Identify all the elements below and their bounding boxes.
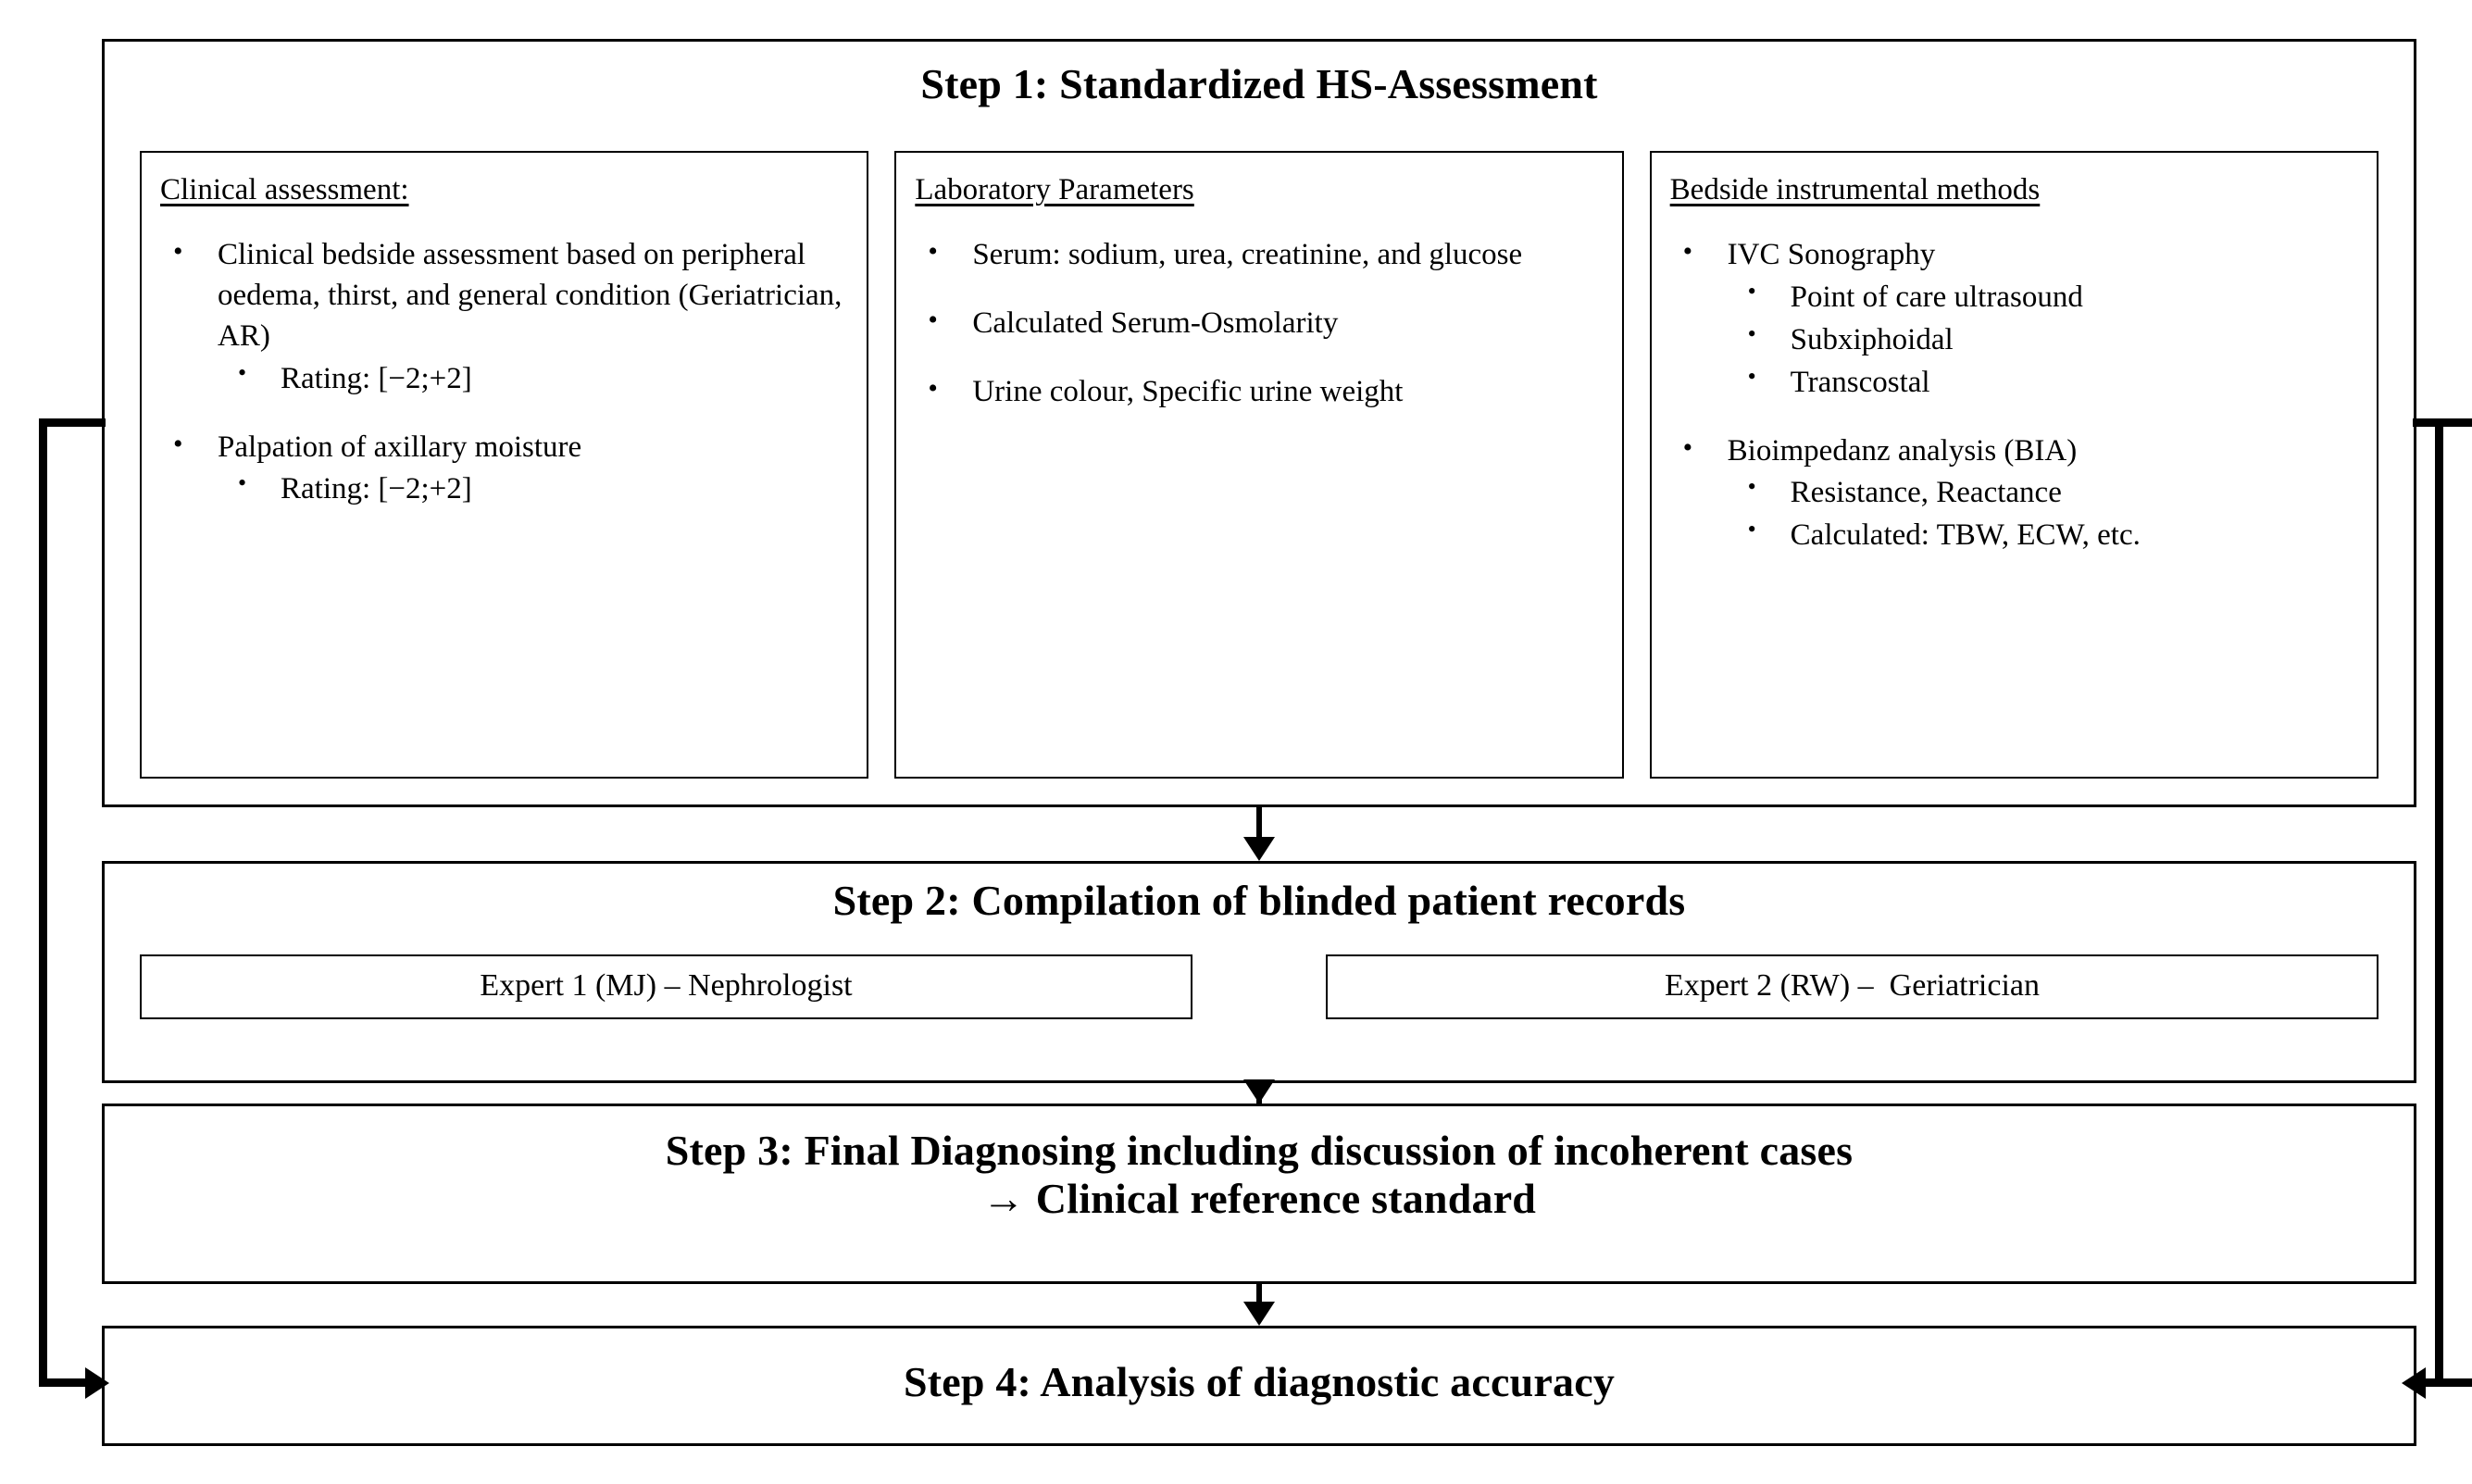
step-2-box: Step 2: Compilation of blinded patient r… (102, 861, 2416, 1083)
step-3-title: Step 3: Final Diagnosing including discu… (105, 1127, 2414, 1222)
bullet-icon: • (1747, 277, 1756, 305)
feedback-left-arrowhead (85, 1367, 109, 1399)
list-item: • Serum: sodium, urea, creatinine, and g… (915, 235, 1603, 276)
connector-step1-step2-arrowhead (1243, 837, 1275, 861)
step-2-title: Step 2: Compilation of blinded patient r… (832, 877, 1686, 924)
feedback-left-bottom-segment (39, 1378, 93, 1387)
laboratory-parameters-box: Laboratory Parameters • Serum: sodium, u… (894, 151, 1624, 779)
list-item-text: Rating: [−2;+2] (281, 361, 472, 395)
list-item: • Urine colour, Specific urine weight (915, 372, 1603, 413)
feedback-left-top-segment (39, 418, 106, 427)
bullet-icon: • (1682, 431, 1693, 463)
bullet-icon: • (1682, 236, 1693, 267)
step-4-box: Step 4: Analysis of diagnostic accuracy (102, 1326, 2416, 1446)
bedside-instrumental-methods-heading: Bedside instrumental methods (1669, 173, 2041, 206)
connector-step1-step2-line (1256, 807, 1262, 842)
feedback-left-vertical-segment (39, 418, 47, 1387)
list-item: • Calculated Serum-Osmolarity (915, 304, 1603, 344)
list-item-text: Subxiphoidal (1790, 322, 1954, 356)
sublist: • Point of care ultrasound • Subxiphoida… (1728, 278, 2358, 404)
bullet-icon: • (1747, 473, 1756, 501)
list-item-text: Point of care ultrasound (1790, 280, 2083, 314)
bullet-icon: • (928, 304, 938, 335)
expert-2-box: Expert 2 (RW) – Geriatrician (1326, 954, 2378, 1019)
list-item-text: Calculated: TBW, ECW, etc. (1790, 518, 2141, 553)
bullet-icon: • (1747, 516, 1756, 543)
list-item: • Bioimpedanz analysis (BIA) • Resistanc… (1670, 431, 2358, 557)
list-item: • Clinical bedside assessment based on p… (160, 235, 848, 400)
bullet-icon: • (928, 372, 938, 404)
expert-row: Expert 1 (MJ) – Nephrologist Expert 2 (R… (140, 954, 2378, 1019)
step-3-title-line-2: → Clinical reference standard (981, 1174, 1537, 1222)
step-3-box: Step 3: Final Diagnosing including discu… (102, 1104, 2416, 1284)
list-item: • Point of care ultrasound (1728, 278, 2358, 318)
laboratory-parameters-heading: Laboratory Parameters (915, 173, 1194, 206)
list-item-text: Resistance, Reactance (1790, 476, 2062, 510)
list-item-text: Rating: [−2;+2] (281, 472, 472, 506)
feedback-right-bottom-segment (2426, 1378, 2472, 1387)
step-1-columns: Clinical assessment: • Clinical bedside … (140, 151, 2378, 779)
list-item-text: Transcostal (1790, 365, 1930, 399)
connector-step3-step4-arrowhead (1243, 1302, 1275, 1326)
list-item: • Rating: [−2;+2] (218, 359, 848, 400)
list-item-text: Clinical bedside assessment based on per… (218, 238, 843, 353)
feedback-right-arrowhead (2402, 1367, 2426, 1399)
list-item-text: Serum: sodium, urea, creatinine, and glu… (972, 238, 1523, 271)
step-1-box: Step 1: Standardized HS-Assessment Clini… (102, 39, 2416, 807)
step-3-title-line-1: Step 3: Final Diagnosing including discu… (665, 1127, 1854, 1174)
list-item: • IVC Sonography • Point of care ultraso… (1670, 235, 2358, 404)
list-item-text: Bioimpedanz analysis (BIA) (1727, 433, 2078, 468)
feedback-right-vertical-segment (2435, 418, 2443, 1387)
list-item: • Subxiphoidal (1728, 320, 2358, 361)
clinical-assessment-box: Clinical assessment: • Clinical bedside … (140, 151, 869, 779)
bullet-icon: • (1747, 362, 1756, 390)
expert-1-box: Expert 1 (MJ) – Nephrologist (140, 954, 1192, 1019)
list-item: • Resistance, Reactance (1728, 473, 2358, 514)
list-item: • Transcostal (1728, 363, 2358, 404)
laboratory-parameters-list: • Serum: sodium, urea, creatinine, and g… (915, 235, 1603, 413)
step-1-title: Step 1: Standardized HS-Assessment (920, 60, 1598, 107)
list-item-text: Calculated Serum-Osmolarity (972, 306, 1339, 340)
step-4-title: Step 4: Analysis of diagnostic accuracy (903, 1358, 1616, 1405)
list-item-text: Palpation of axillary moisture (218, 430, 582, 464)
bedside-instrumental-methods-box: Bedside instrumental methods • IVC Sonog… (1649, 151, 2378, 779)
bullet-icon: • (238, 469, 247, 497)
list-item: • Palpation of axillary moisture • Ratin… (160, 428, 848, 511)
bullet-icon: • (928, 236, 938, 267)
bedside-instrumental-methods-list: • IVC Sonography • Point of care ultraso… (1670, 235, 2358, 556)
list-item-text: Urine colour, Specific urine weight (972, 374, 1404, 408)
bullet-icon: • (173, 428, 183, 459)
connector-step2-step3-arrowhead (1243, 1079, 1275, 1104)
clinical-assessment-list: • Clinical bedside assessment based on p… (160, 235, 848, 510)
bullet-icon: • (1747, 319, 1756, 347)
clinical-assessment-heading: Clinical assessment: (160, 173, 409, 206)
list-item-text: IVC Sonography (1727, 238, 1936, 271)
sublist: • Resistance, Reactance • Calculated: TB… (1728, 473, 2358, 556)
sublist: • Rating: [−2;+2] (218, 359, 848, 400)
bullet-icon: • (173, 236, 183, 267)
connector-step3-step4-line (1256, 1284, 1262, 1312)
bullet-icon: • (238, 358, 247, 386)
list-item: • Calculated: TBW, ECW, etc. (1728, 516, 2358, 556)
sublist: • Rating: [−2;+2] (218, 469, 848, 510)
list-item: • Rating: [−2;+2] (218, 469, 848, 510)
